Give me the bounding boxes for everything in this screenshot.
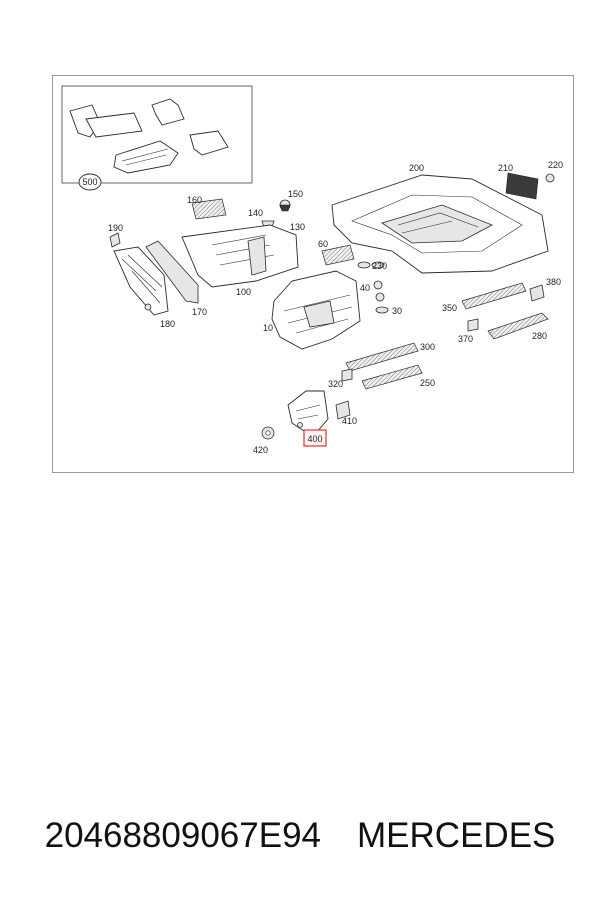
part-220: 220 bbox=[545, 160, 563, 183]
callout-190: 190 bbox=[108, 223, 123, 233]
callout-500: 500 bbox=[82, 177, 97, 187]
part-210: 210 bbox=[498, 163, 539, 200]
callout-280: 280 bbox=[532, 331, 547, 341]
parts-diagram: 500 160 150 140 130 190 180 170 100 bbox=[61, 85, 563, 455]
part-number: 20468809067E94 bbox=[44, 816, 322, 855]
part-410: 410 bbox=[335, 400, 357, 426]
callout-140: 140 bbox=[248, 208, 263, 218]
callout-180: 180 bbox=[160, 319, 175, 329]
callout-230: 230 bbox=[372, 261, 387, 271]
diagram-frame bbox=[52, 75, 574, 473]
callout-130: 130 bbox=[290, 222, 305, 232]
part-60: 60 bbox=[318, 239, 355, 266]
part-400: 400 bbox=[287, 390, 329, 447]
part-250: 250 bbox=[361, 364, 435, 390]
callout-200: 200 bbox=[409, 163, 424, 173]
callout-370: 370 bbox=[458, 334, 473, 344]
part-160: 160 bbox=[187, 195, 227, 220]
part-280: 280 bbox=[487, 312, 549, 341]
highlight-box-400 bbox=[303, 429, 327, 447]
part-180: 180 bbox=[113, 246, 175, 329]
callout-60: 60 bbox=[318, 239, 328, 249]
callout-40: 40 bbox=[360, 283, 370, 293]
part-420: 420 bbox=[253, 426, 275, 455]
callout-380: 380 bbox=[546, 277, 561, 287]
callout-320: 320 bbox=[328, 379, 343, 389]
floor-mats-inset: 500 bbox=[61, 85, 253, 191]
callout-210: 210 bbox=[498, 163, 513, 173]
brand-name: MERCEDES bbox=[357, 816, 556, 855]
clips-30-40-230: 230 40 30 bbox=[357, 261, 402, 316]
part-300: 300 bbox=[345, 342, 435, 372]
callout-350: 350 bbox=[442, 303, 457, 313]
part-170: 170 bbox=[145, 240, 207, 317]
callout-410: 410 bbox=[342, 416, 357, 426]
part-100: 100 bbox=[181, 224, 299, 297]
part-370: 370 bbox=[458, 318, 479, 344]
part-10: 10 bbox=[263, 270, 361, 350]
callout-circle-500 bbox=[78, 173, 102, 191]
callout-250: 250 bbox=[420, 378, 435, 388]
callout-170: 170 bbox=[192, 307, 207, 317]
part-190: 190 bbox=[108, 223, 123, 248]
callout-420: 420 bbox=[253, 445, 268, 455]
product-caption: 20468809067E94 MERCEDES bbox=[0, 806, 600, 866]
callout-300: 300 bbox=[420, 342, 435, 352]
callout-400: 400 bbox=[307, 434, 322, 444]
part-200: 200 bbox=[331, 163, 549, 274]
part-350: 350 bbox=[442, 282, 527, 313]
callout-10: 10 bbox=[263, 323, 273, 333]
callout-100: 100 bbox=[236, 287, 251, 297]
callout-160: 160 bbox=[187, 195, 202, 205]
part-380: 380 bbox=[529, 277, 561, 302]
callout-220: 220 bbox=[548, 160, 563, 170]
part-320: 320 bbox=[328, 368, 353, 389]
callout-150: 150 bbox=[288, 189, 303, 199]
callout-30: 30 bbox=[392, 306, 402, 316]
